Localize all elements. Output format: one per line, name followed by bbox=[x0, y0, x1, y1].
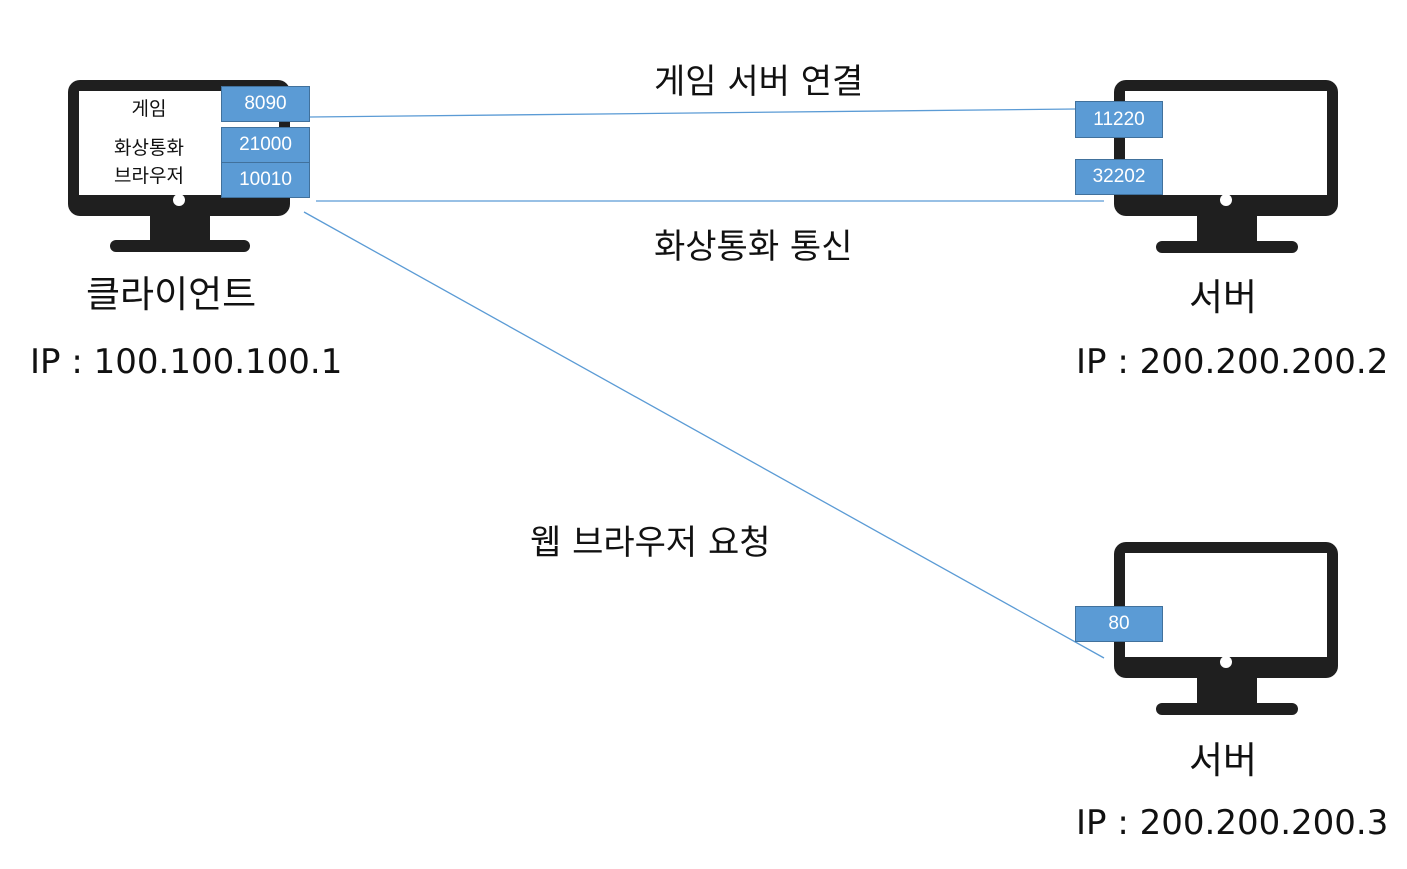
server-2-port-web: 80 bbox=[1075, 606, 1163, 642]
client-app-browser-label: 브라우저 bbox=[114, 165, 184, 187]
client-ip-label: IP bbox=[30, 342, 61, 382]
server-2-monitor-icon bbox=[1114, 542, 1338, 715]
connection-label-web-browser: 웹 브라우저 요청 bbox=[530, 523, 771, 563]
server-2-ip-address: 200.200.200.3 bbox=[1139, 803, 1389, 843]
client-app-video-call-label: 화상통화 bbox=[114, 137, 184, 159]
server-1-port-game: 11220 bbox=[1075, 101, 1163, 138]
client-ip-line: IP : 100.100.100.1 bbox=[30, 342, 342, 382]
server-1-ip-label: IP bbox=[1076, 342, 1107, 382]
client-ip-address: 100.100.100.1 bbox=[93, 342, 343, 382]
client-port-game: 8090 bbox=[221, 86, 310, 122]
client-port-video-call: 21000 bbox=[221, 127, 310, 163]
server-1-ip-line: IP : 200.200.200.2 bbox=[1076, 342, 1388, 382]
server-1-ip-address: 200.200.200.2 bbox=[1139, 342, 1389, 382]
server-1-name: 서버 bbox=[1189, 276, 1258, 319]
connection-label-game: 게임 서버 연결 bbox=[654, 62, 864, 102]
link-game bbox=[309, 108, 1077, 118]
server-2-ip-separator: : bbox=[1117, 803, 1129, 843]
client-ip-separator: : bbox=[71, 342, 83, 382]
server-2-ip-label: IP bbox=[1076, 803, 1107, 843]
connection-label-video-call: 화상통화 통신 bbox=[654, 227, 853, 267]
server-2-name: 서버 bbox=[1189, 739, 1258, 782]
client-port-browser: 10010 bbox=[221, 162, 310, 198]
server-2-ip-line: IP : 200.200.200.3 bbox=[1076, 803, 1388, 843]
client-name: 클라이언트 bbox=[86, 273, 257, 316]
server-1-ip-separator: : bbox=[1117, 342, 1129, 382]
link-web-browser bbox=[303, 211, 1105, 659]
server-1-port-video-call: 32202 bbox=[1075, 159, 1163, 195]
client-app-game-label: 게임 bbox=[131, 98, 167, 120]
